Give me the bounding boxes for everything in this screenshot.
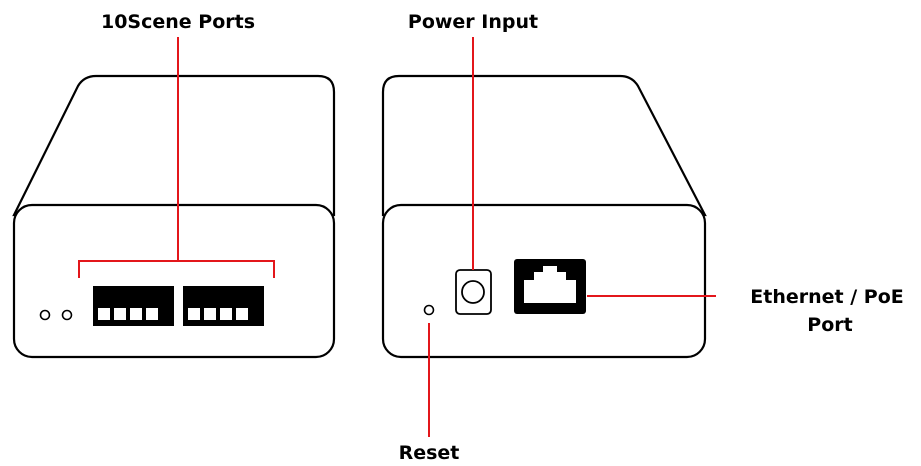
- left-device-front-panel: [12, 203, 336, 359]
- scene-terminal-block-1: [93, 286, 174, 326]
- scene-terminal-block-2: [183, 286, 264, 326]
- led-indicator-1: [39, 309, 51, 321]
- left-device-body: [12, 74, 336, 217]
- led-indicator-2: [61, 309, 73, 321]
- reset-pinhole: [423, 304, 435, 316]
- right-device: [381, 37, 716, 437]
- ethernet-port: [514, 259, 586, 314]
- left-device: [12, 37, 336, 359]
- scene-ports-callout-bracket: [78, 260, 275, 278]
- power-input-jack: [455, 269, 492, 315]
- reset-label: Reset: [399, 442, 460, 464]
- ethernet-poe-label-line2: Port: [807, 314, 852, 336]
- right-device-body: [381, 74, 707, 217]
- power-input-label: Power Input: [408, 11, 538, 33]
- scene-ports-label: 10Scene Ports: [101, 11, 255, 33]
- ethernet-poe-label-line1: Ethernet / PoE: [750, 286, 903, 308]
